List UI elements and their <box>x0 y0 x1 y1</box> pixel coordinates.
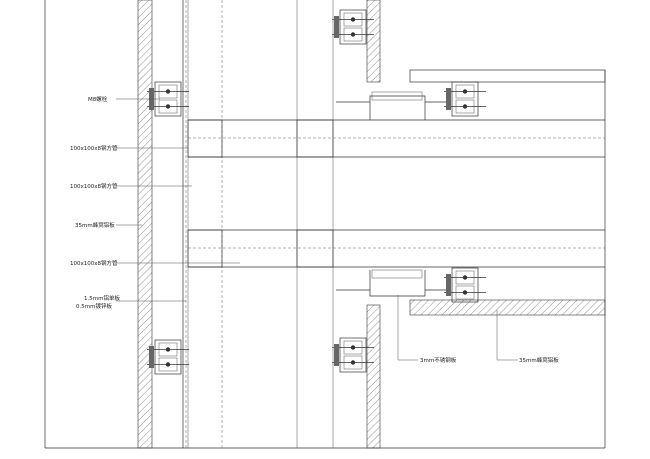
vertical-lines <box>182 0 334 448</box>
label-sheet-2: 0.5mm镀锌板 <box>76 302 112 310</box>
steel-tubes <box>187 119 334 268</box>
drawing-frame <box>44 0 606 449</box>
aluminum-profiles <box>336 91 450 297</box>
label-tube-3: 100x100x8钢方管 <box>70 259 118 267</box>
label-plate-3mm: 3mm不锈钢板 <box>420 356 457 364</box>
label-tube-1: 100x100x8钢方管 <box>70 144 118 152</box>
leader-lines <box>116 98 518 361</box>
label-m8: M8螺栓 <box>88 95 108 103</box>
label-stone: 35mm蜂窝铝板 <box>75 221 115 229</box>
label-stone-2: 35mm蜂窝铝板 <box>519 356 559 364</box>
horizontal-beams <box>188 119 605 268</box>
label-tube-2: 100x100x8钢方管 <box>70 182 118 190</box>
annotations: M8螺栓 100x100x8钢方管 100x100x8钢方管 35mm蜂窝铝板 … <box>70 95 559 364</box>
brackets <box>146 9 487 375</box>
left-stone-panel <box>137 0 153 449</box>
right-stone-panels <box>366 0 606 449</box>
label-sheet-1: 1.5mm铝单板 <box>84 294 120 302</box>
